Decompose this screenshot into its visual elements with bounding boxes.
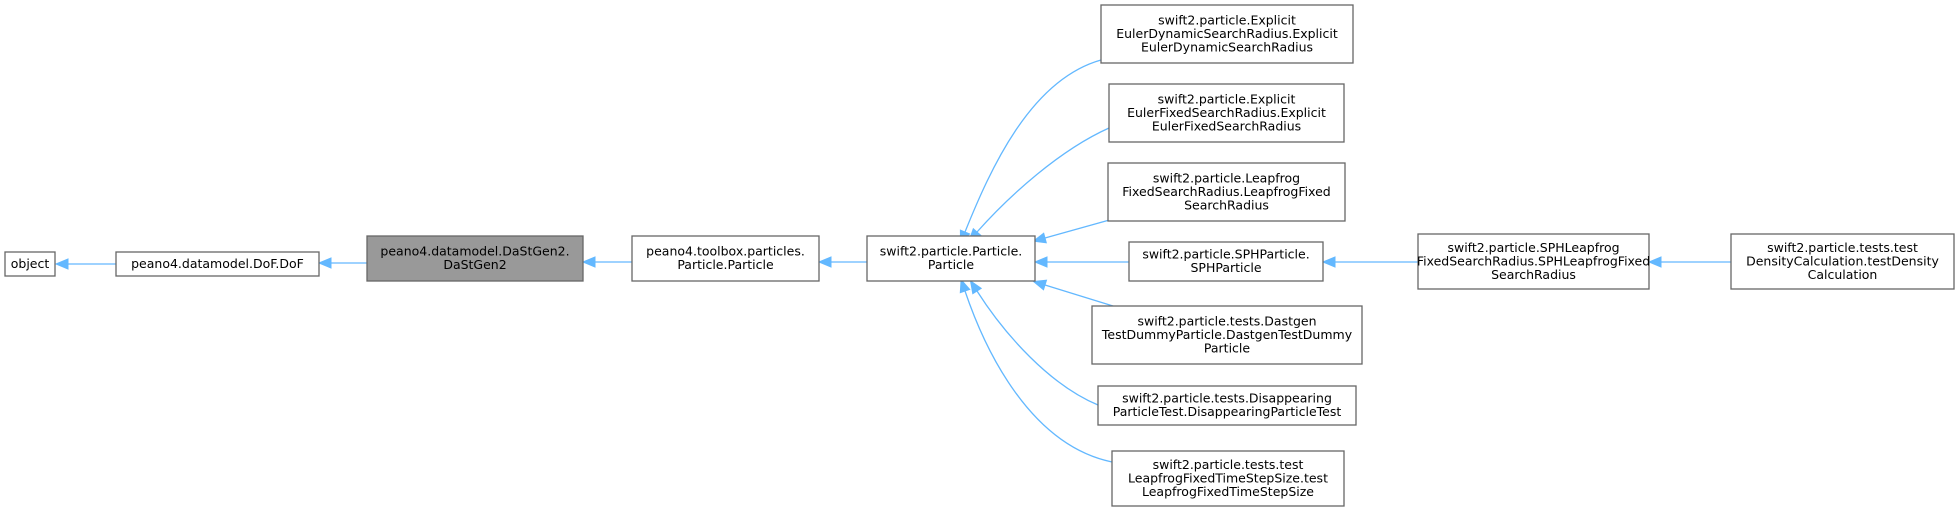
node-label-line: DaStGen2 [443, 257, 506, 272]
inheritance-edge-dof-to-object [54, 258, 116, 270]
node-label-line: swift2.particle.Explicit [1158, 12, 1296, 27]
edge-line [964, 290, 1113, 463]
node-label-line: swift2.particle.tests.Dastgen [1137, 313, 1316, 328]
node-box [366, 235, 584, 282]
inheritance-edge-toolbox_particle-to-dastgen2 [581, 256, 632, 268]
node-label-line: EulerFixedSearchRadius.Explicit [1127, 105, 1326, 120]
class-node-leapfrog-fixed[interactable]: swift2.particle.LeapfrogFixedSearchRadiu… [1107, 162, 1346, 222]
inheritance-edge-dastgen_dummy-to-swift_particle [1032, 279, 1114, 307]
node-box [1097, 385, 1357, 426]
node-label-line: Calculation [1808, 267, 1878, 282]
node-label-line: Particle.Particle [677, 257, 774, 272]
node-label-line: swift2.particle.Leapfrog [1153, 170, 1300, 185]
edge-line [964, 59, 1102, 233]
class-node-object[interactable]: object [4, 251, 56, 277]
node-box [1417, 233, 1650, 290]
inheritance-edge-leapfrog_timestep-to-swift_particle [959, 278, 1113, 463]
inheritance-edge-disappearing-to-swift_particle [969, 279, 1099, 406]
node-box [1107, 162, 1346, 222]
edge-arrowhead [1647, 256, 1662, 268]
node-label-line: FixedSearchRadius.LeapfrogFixed [1122, 184, 1331, 199]
class-node-swift-particle[interactable]: swift2.particle.Particle.Particle [866, 235, 1036, 282]
node-label-line: swift2.particle.tests.Disappearing [1122, 391, 1332, 406]
class-node-leapfrog-timestep[interactable]: swift2.particle.tests.testLeapfrogFixedT… [1111, 450, 1345, 507]
node-label-line: SearchRadius [1184, 197, 1269, 212]
class-node-euler-dynamic[interactable]: swift2.particle.ExplicitEulerDynamicSear… [1100, 4, 1354, 64]
node-label-line: EulerFixedSearchRadius [1152, 118, 1301, 133]
node-label-line: FixedSearchRadius.SPHLeapfrogFixed [1417, 253, 1650, 268]
node-box [1111, 450, 1345, 507]
node-label-line: peano4.datamodel.DoF.DoF [131, 256, 304, 271]
node-label-line: swift2.particle.Particle. [880, 244, 1023, 259]
node-box [1091, 305, 1363, 365]
class-node-disappearing[interactable]: swift2.particle.tests.DisappearingPartic… [1097, 385, 1357, 426]
class-node-dastgen-dummy[interactable]: swift2.particle.tests.DastgenTestDummyPa… [1091, 305, 1363, 365]
edge-line [1044, 284, 1114, 307]
node-label-line: peano4.toolbox.particles. [646, 244, 805, 259]
node-box [631, 235, 820, 282]
node-label-line: swift2.particle.SPHParticle. [1142, 247, 1309, 262]
node-label-line: LeapfrogFixedTimeStepSize.test [1128, 470, 1328, 485]
node-label-line: TestDummyParticle.DastgenTestDummy [1101, 327, 1353, 342]
inheritance-edge-euler_fixed-to-swift_particle [968, 127, 1110, 242]
edge-arrowhead [1033, 256, 1048, 268]
edge-arrowhead [317, 257, 332, 269]
node-box [866, 235, 1036, 282]
class-node-dastgen2[interactable]: peano4.datamodel.DaStGen2.DaStGen2 [366, 235, 584, 282]
nodes-layer: object peano4.datamodel.DoF.DoF peano4.dat… [4, 4, 1955, 507]
node-label-line: Particle [1204, 340, 1250, 355]
node-label-line: object [11, 256, 50, 271]
class-node-toolbox-particle[interactable]: peano4.toolbox.particles.Particle.Partic… [631, 235, 820, 282]
class-node-density-calc[interactable]: swift2.particle.tests.testDensityCalcula… [1730, 233, 1955, 290]
node-label-line: SearchRadius [1491, 267, 1576, 282]
class-node-sph-leapfrog[interactable]: swift2.particle.SPHLeapfrogFixedSearchRa… [1417, 233, 1650, 290]
class-node-sph-particle[interactable]: swift2.particle.SPHParticle.SPHParticle [1128, 241, 1324, 282]
node-box [115, 251, 320, 277]
edge-arrowhead [581, 256, 596, 268]
node-label-line: EulerDynamicSearchRadius [1141, 39, 1313, 54]
node-box [1108, 83, 1345, 143]
node-box [4, 251, 56, 277]
edge-arrowhead [1032, 279, 1048, 291]
inheritance-edge-density_calc-to-sph_leapfrog [1647, 256, 1731, 268]
class-node-dof[interactable]: peano4.datamodel.DoF.DoF [115, 251, 320, 277]
node-label-line: Particle [928, 257, 974, 272]
node-label-line: DensityCalculation.testDensity [1746, 253, 1939, 268]
class-node-euler-fixed[interactable]: swift2.particle.ExplicitEulerFixedSearch… [1108, 83, 1345, 143]
node-label-line: LeapfrogFixedTimeStepSize [1142, 484, 1314, 499]
inheritance-edge-swift_particle-to-toolbox_particle [817, 256, 867, 268]
inheritance-edge-dastgen2-to-dof [317, 257, 367, 269]
node-box [1730, 233, 1955, 290]
node-label-line: ParticleTest.DisappearingParticleTest [1113, 404, 1342, 419]
inheritance-edge-euler_dynamic-to-swift_particle [959, 59, 1102, 245]
inheritance-edge-sph_leapfrog-to-sph_particle [1321, 256, 1418, 268]
node-label-line: SPHParticle [1190, 260, 1261, 275]
node-label-line: swift2.particle.Explicit [1158, 91, 1296, 106]
node-label-line: EulerDynamicSearchRadius.Explicit [1116, 26, 1338, 41]
edge-arrowhead [817, 256, 832, 268]
edge-line [1044, 218, 1114, 239]
edge-arrowhead [1032, 232, 1047, 244]
node-label-line: swift2.particle.SPHLeapfrog [1447, 240, 1619, 255]
inheritance-edge-leapfrog_fixed-to-swift_particle [1032, 218, 1114, 244]
edge-arrowhead [1321, 256, 1336, 268]
edge-arrowhead [54, 258, 69, 270]
edges-layer [54, 59, 1731, 463]
inheritance-edge-sph_particle-to-swift_particle [1033, 256, 1129, 268]
edge-arrowhead [969, 279, 983, 295]
edge-line [976, 290, 1099, 406]
node-label-line: peano4.datamodel.DaStGen2. [380, 244, 569, 259]
node-label-line: swift2.particle.tests.test [1767, 240, 1918, 255]
edge-line [976, 127, 1110, 233]
node-label-line: swift2.particle.tests.test [1153, 457, 1304, 472]
node-box [1100, 4, 1354, 64]
node-box [1128, 241, 1324, 282]
edge-arrowhead [959, 278, 971, 294]
